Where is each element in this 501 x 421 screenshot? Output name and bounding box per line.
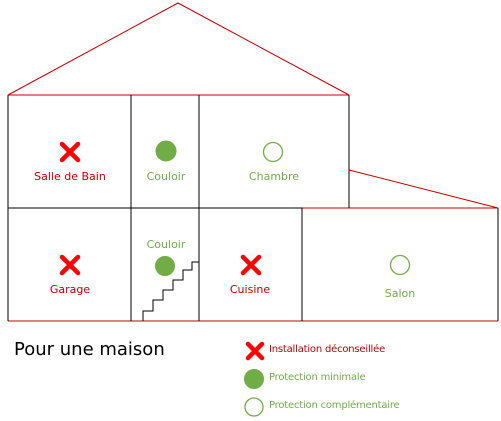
red-cross-icon: [245, 341, 265, 361]
outline-green-circle-icon: [262, 141, 284, 163]
legend-label-minimale: Protection minimale: [269, 372, 366, 383]
annex-roof: [348, 169, 499, 209]
legend-label-complementaire: Protection complémentaire: [269, 400, 400, 411]
room-label-chambre: Chambre: [249, 170, 299, 183]
roof: [7, 2, 350, 96]
filled-green-circle-icon: [155, 140, 177, 162]
room-label-salon: Salon: [385, 287, 416, 300]
room-label-couloir-lower: Couloir: [147, 238, 186, 251]
staircase: [142, 261, 199, 321]
filled-green-circle-icon: [155, 256, 175, 276]
legend-label-deconseillee: Installation déconseillée: [269, 344, 386, 355]
outline-green-circle-icon: [389, 254, 411, 276]
red-cross-icon: [59, 141, 81, 163]
page-title: Pour une maison: [14, 339, 165, 360]
room-label-couloir-upper: Couloir: [147, 170, 186, 183]
outline-green-circle-icon: [244, 397, 264, 417]
red-cross-icon: [59, 254, 81, 276]
red-cross-icon: [240, 254, 262, 276]
room-label-salle-de-bain: Salle de Bain: [34, 170, 106, 183]
filled-green-circle-icon: [244, 369, 264, 389]
room-label-cuisine: Cuisine: [230, 283, 270, 296]
room-label-garage: Garage: [50, 283, 91, 296]
